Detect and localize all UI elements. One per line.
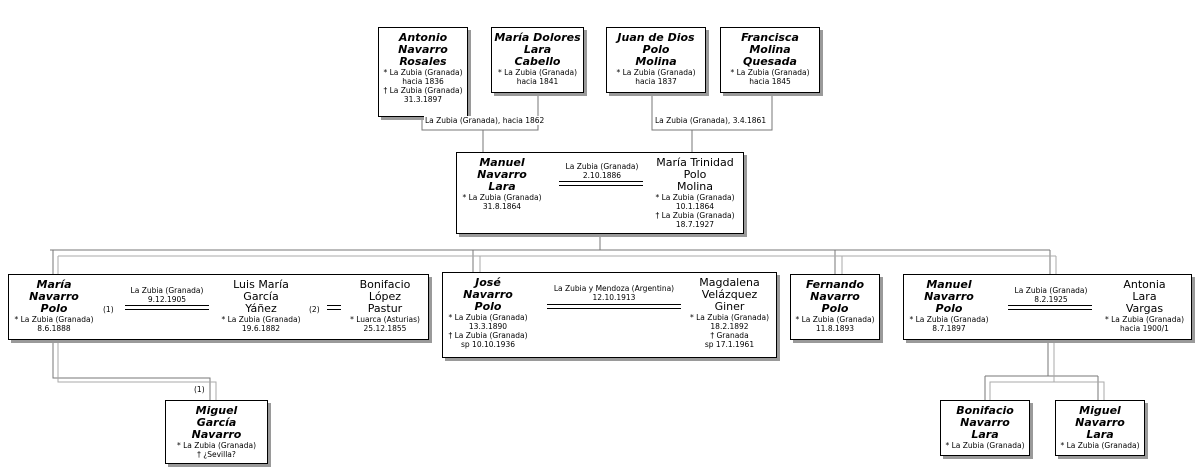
person-details: * La Zubia (Granada) 31.8.1864 (462, 193, 542, 211)
person-details: * La Zubia (Granada) 10.1.1864 † La Zubi… (655, 193, 735, 229)
person-name: Miguel Navarro Lara (1075, 404, 1125, 441)
person-name: Bonifacio Navarro Lara (956, 404, 1014, 441)
person-antonio-navarro-rosales[interactable]: Antonio Navarro Rosales * La Zubia (Gran… (378, 27, 468, 117)
marriage-info: La Zubia (Granada) 2.10.1886 (565, 162, 639, 180)
person-name: Juan de Dios Polo Molina (617, 31, 695, 68)
line-antonio (421, 93, 539, 131)
person-name: María Dolores Lara Cabello (494, 31, 581, 68)
person-bonifacio-navarro-lara[interactable]: Bonifacio Navarro Lara * La Zubia (Grana… (940, 400, 1030, 456)
line-maria-miguel (52, 340, 211, 400)
person-name: Francisca Molina Quesada (741, 31, 799, 68)
marriage-marker: (1) (103, 305, 114, 314)
person-details: * La Zubia (Granada) hacia 1836 † La Zub… (383, 68, 463, 104)
person-name: María Navarro Polo (29, 278, 79, 315)
person-manuel-navarro-polo[interactable]: Manuel Navarro Polo * La Zubia (Granada)… (904, 278, 994, 334)
marriage-info: La Zubia (Granada) 8.2.1925 (1014, 286, 1088, 304)
person-details: * Luarca (Asturias) 25.12.1855 (350, 315, 420, 333)
person-details: * La Zubia (Granada) hacia 1845 (730, 68, 810, 86)
person-luis-maria-garcia-yanez[interactable]: Luis María García Yáñez * La Zubia (Gran… (213, 278, 309, 334)
marriage-info: La Zubia y Mendoza (Argentina) 12.10.191… (553, 284, 675, 302)
person-details: * La Zubia (Granada) (945, 441, 1025, 450)
person-name: Manuel Navarro Polo (924, 278, 974, 315)
person-name: Fernando Navarro Polo (805, 278, 865, 315)
person-details: * La Zubia (Granada) 13.3.1890 † La Zubi… (448, 313, 528, 349)
person-details: * La Zubia (Granada) (1060, 441, 1140, 450)
person-maria-navarro-polo[interactable]: María Navarro Polo * La Zubia (Granada) … (9, 278, 99, 334)
person-name: Antonia Lara Vargas (1123, 278, 1166, 315)
person-antonia-lara-vargas[interactable]: Antonia Lara Vargas * La Zubia (Granada)… (1098, 278, 1191, 334)
person-jose-navarro-polo[interactable]: José Navarro Polo * La Zubia (Granada) 1… (443, 276, 533, 350)
person-details: * La Zubia (Granada) † ¿Sevilla? (176, 441, 257, 459)
person-details: * La Zubia (Granada) hacia 1841 (497, 68, 578, 86)
marriage-label-left: La Zubia (Granada), hacia 1862 (424, 116, 546, 125)
person-name: Luis María García Yáñez (233, 278, 289, 315)
person-name: Manuel Navarro Lara (477, 156, 527, 193)
person-name: José Navarro Polo (463, 276, 513, 313)
marriage-double-line (327, 305, 341, 310)
family-manuel-maria-trinidad[interactable]: Manuel Navarro Lara * La Zubia (Granada)… (456, 152, 744, 234)
person-details: * La Zubia (Granada) 18.2.1892 † Granada… (689, 313, 770, 349)
person-details: * La Zubia (Granada) hacia 1837 (616, 68, 696, 86)
family-manuel-navarro-polo[interactable]: Manuel Navarro Polo * La Zubia (Granada)… (903, 274, 1192, 340)
person-magdalena-velazquez-giner[interactable]: Magdalena Velázquez Giner * La Zubia (Gr… (683, 276, 776, 350)
person-francisca-molina-quesada[interactable]: Francisca Molina Quesada * La Zubia (Gra… (720, 27, 820, 93)
person-details: * La Zubia (Granada) hacia 1900/1 (1104, 315, 1185, 333)
marriage-label-right: La Zubia (Granada), 3.4.1861 (654, 116, 768, 125)
marriage-info: La Zubia (Granada) 9.12.1905 (130, 286, 204, 304)
marriage-marker: (2) (309, 305, 320, 314)
marriage-double-line (125, 305, 209, 310)
marriage-double-line (1008, 305, 1092, 310)
person-name: Miguel García Navarro (191, 404, 242, 441)
person-name: Magdalena Velázquez Giner (699, 276, 760, 313)
person-details: * La Zubia (Granada) 8.6.1888 (14, 315, 94, 333)
person-miguel-navarro-lara[interactable]: Miguel Navarro Lara * La Zubia (Granada) (1055, 400, 1145, 456)
person-maria-dolores-lara-cabello[interactable]: María Dolores Lara Cabello * La Zubia (G… (491, 27, 584, 93)
person-name: María Trinidad Polo Molina (656, 156, 734, 193)
person-miguel-garcia-navarro[interactable]: Miguel García Navarro * La Zubia (Granad… (165, 400, 268, 464)
marriage-double-line (559, 181, 643, 186)
person-maria-trinidad-polo-molina[interactable]: María Trinidad Polo Molina * La Zubia (G… (649, 156, 741, 230)
person-fernando-navarro-polo[interactable]: Fernando Navarro Polo * La Zubia (Granad… (790, 274, 880, 340)
person-name: Antonio Navarro Rosales (398, 31, 448, 68)
person-bonifacio-lopez-pastur[interactable]: Bonifacio López Pastur * Luarca (Asturia… (343, 278, 427, 334)
child-marriage-marker: (1) (194, 385, 205, 394)
person-name: Bonifacio López Pastur (359, 278, 411, 315)
person-details: * La Zubia (Granada) 8.7.1897 (909, 315, 989, 333)
person-details: * La Zubia (Granada) 19.6.1882 (221, 315, 301, 333)
family-jose-navarro-polo[interactable]: José Navarro Polo * La Zubia (Granada) 1… (442, 272, 777, 358)
person-details: * La Zubia (Granada) 11.8.1893 (795, 315, 875, 333)
marriage-double-line (547, 304, 681, 309)
line-juan (651, 93, 773, 131)
person-manuel-navarro-lara[interactable]: Manuel Navarro Lara * La Zubia (Granada)… (457, 156, 547, 212)
family-maria-navarro-polo[interactable]: María Navarro Polo * La Zubia (Granada) … (8, 274, 429, 340)
person-juan-de-dios-polo-molina[interactable]: Juan de Dios Polo Molina * La Zubia (Gra… (606, 27, 706, 93)
